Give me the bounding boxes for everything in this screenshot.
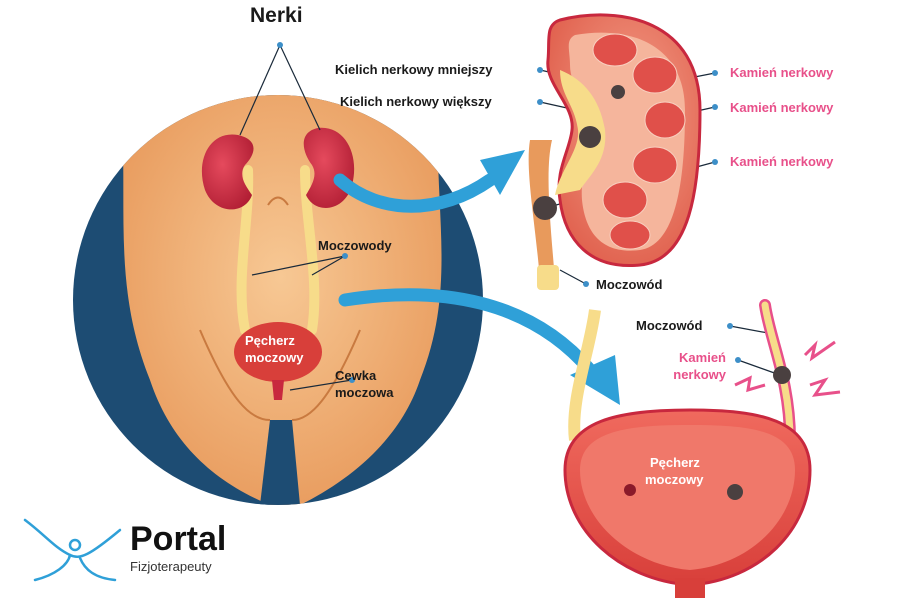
body-bladder: [234, 322, 322, 382]
portal-logo-icon: [23, 518, 122, 582]
minor-calyx-label: Kielich nerkowy mniejszy: [335, 62, 493, 77]
kidney-cross-section: [528, 13, 702, 290]
body-urethra: [272, 380, 284, 400]
body-bladder-label-line2: moczowy: [245, 350, 304, 365]
major-calyx-label: Kielich nerkowy większy: [340, 94, 492, 109]
kidney-stone-label-2: Kamień nerkowy: [730, 100, 834, 115]
body-bladder-label-line1: Pęcherz: [245, 333, 295, 348]
detail-ureter-label: Moczowód: [636, 318, 703, 333]
urethra-label-line1: Cewka: [335, 368, 377, 383]
kidney-stone-label-1: Kamień nerkowy: [730, 65, 834, 80]
brand-name: Portal: [130, 520, 227, 558]
kidney-stone-label-3: Kamień nerkowy: [730, 154, 834, 169]
bladder-detail: [563, 309, 812, 598]
ureters-label: Moczowody: [318, 238, 392, 253]
urethra-label-line2: moczowa: [335, 385, 394, 400]
detail-bladder-label-line1: Pęcherz: [650, 455, 700, 470]
left-ureter: [236, 165, 254, 335]
arrows: [333, 150, 620, 405]
ureter-stone-label-line2: nerkowy: [673, 367, 726, 382]
brand-subtitle: Fizjoterapeuty: [130, 559, 212, 574]
right-ureter: [300, 165, 320, 335]
leader-dots: [277, 42, 741, 383]
detail-bladder-label-line2: moczowy: [645, 472, 704, 487]
kidneys-title: Nerki: [250, 4, 303, 27]
ureter-detail: [734, 299, 841, 446]
kidney-ureter-label: Moczowód: [596, 277, 663, 292]
left-kidney: [201, 134, 254, 210]
ureter-stone-label-line1: Kamień: [679, 350, 726, 365]
